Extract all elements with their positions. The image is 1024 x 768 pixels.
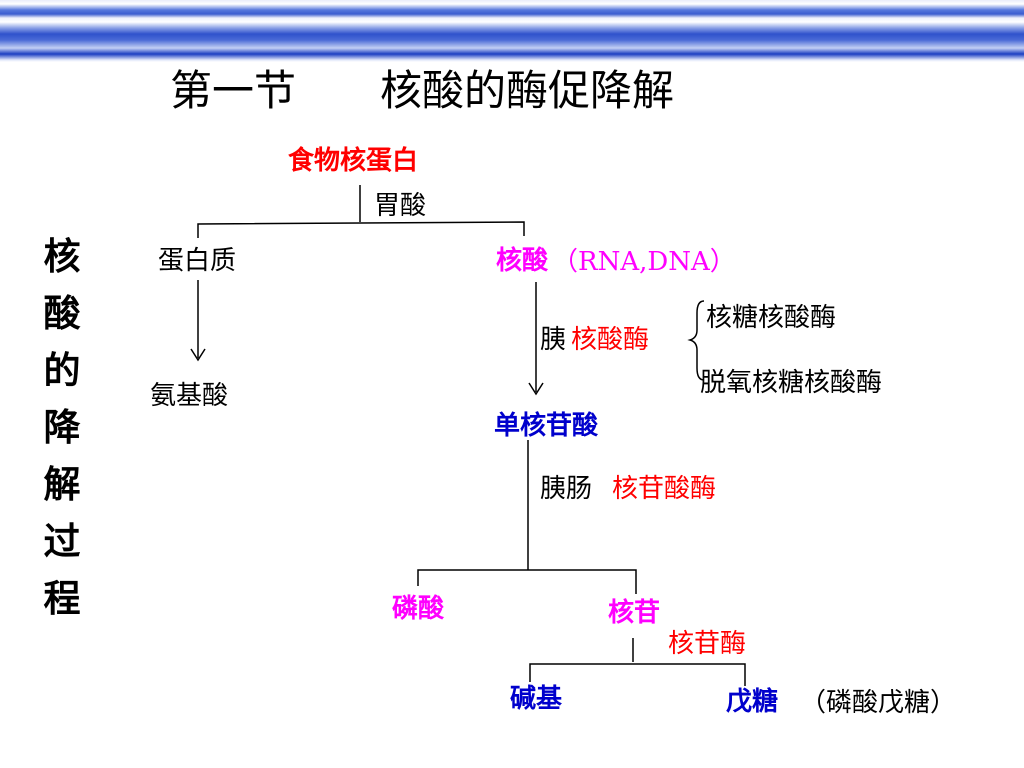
label-rnase: 核糖核酸酶 [706, 303, 837, 333]
label-dnase: 脱氧核糖核酸酶 [700, 368, 883, 398]
label-nuclease: 核酸酶 [571, 325, 650, 355]
node-base: 碱基 [510, 684, 563, 714]
label-stomach-acid: 胃酸 [374, 191, 427, 221]
node-pentose: 戊糖 [726, 687, 779, 717]
enzyme-brace [687, 300, 705, 381]
node-food-protein: 食物核蛋白 [288, 146, 419, 176]
split-bar-nucleoside [529, 663, 746, 686]
node-nucleotide: 单核苷酸 [494, 411, 599, 441]
node-protein: 蛋白质 [158, 246, 237, 276]
label-nucleotidase: 核苷酸酶 [612, 474, 717, 504]
split-bar-food [197, 221, 525, 238]
node-phosphate: 磷酸 [392, 594, 445, 624]
label-nucleosidase: 核苷酶 [668, 629, 747, 659]
side-title: 核酸的降解过程 [43, 235, 81, 620]
node-amino-acid: 氨基酸 [150, 381, 229, 411]
node-nucleoside: 核苷 [608, 598, 661, 628]
label-pentose-phosphate: （磷酸戊糖） [800, 688, 957, 718]
label-pancreas-intestine: 胰肠 [540, 474, 593, 504]
node-nucleic-acid-types: （RNA,DNA） [552, 247, 736, 277]
page-title: 第一节 核酸的酶促降解 [170, 66, 675, 115]
arrow-head-nucleic [528, 382, 544, 396]
node-nucleic-acid: 核酸 [496, 246, 549, 276]
arrow-head-protein [190, 348, 206, 362]
split-bar-nucleotide [417, 569, 637, 594]
label-pancreas: 胰 [540, 325, 567, 355]
header-stripe-band [0, 0, 1024, 62]
